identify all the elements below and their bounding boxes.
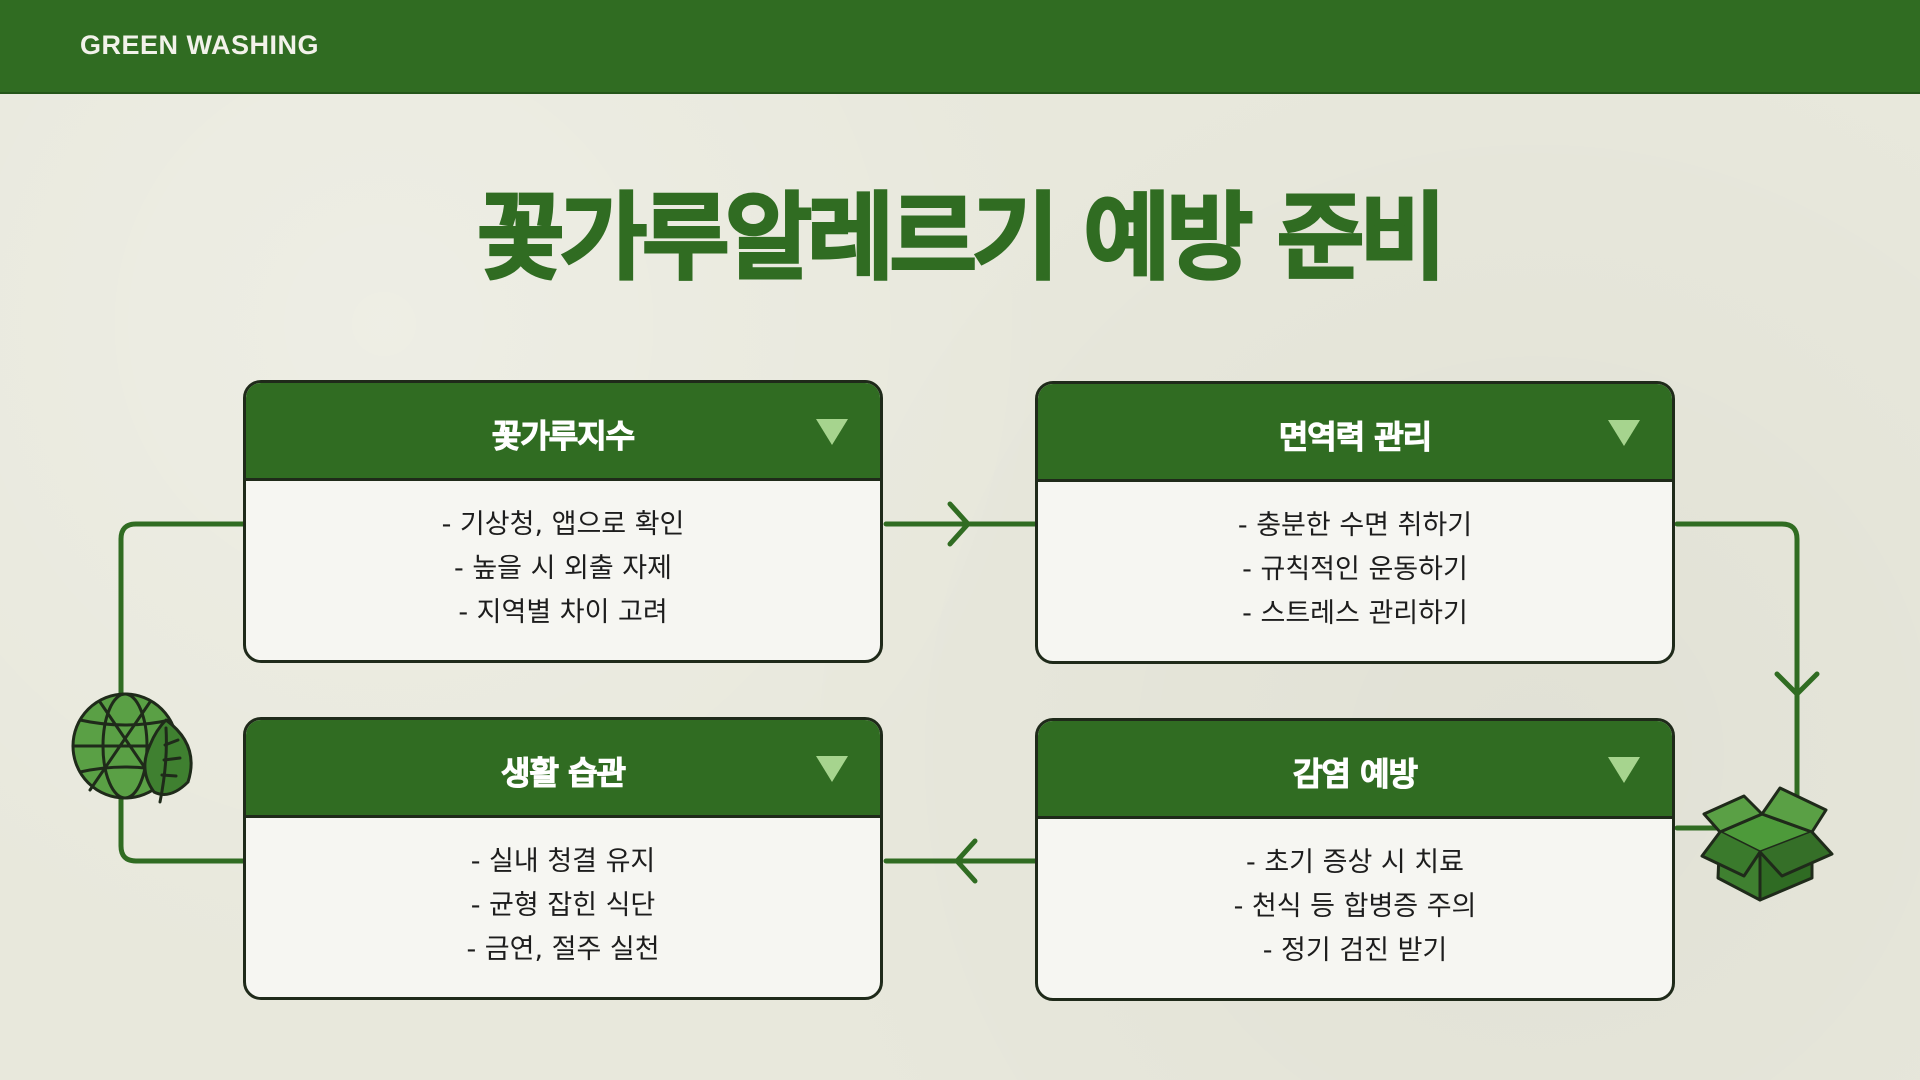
list-item: - 균형 잡힌 식단 — [470, 890, 656, 921]
triangle-down-icon[interactable] — [816, 756, 848, 782]
list-item: - 정기 검진 받기 — [1262, 935, 1448, 966]
card-header: 꽃가루지수 — [246, 383, 880, 481]
triangle-down-icon[interactable] — [1608, 757, 1640, 783]
card-header: 면역력 관리 — [1038, 384, 1672, 482]
list-item: - 충분한 수면 취하기 — [1237, 510, 1473, 541]
triangle-down-icon[interactable] — [1608, 420, 1640, 446]
list-item: - 높을 시 외출 자제 — [454, 553, 672, 584]
connector-left — [118, 521, 246, 864]
card-body: - 기상청, 앱으로 확인 - 높을 시 외출 자제 - 지역별 차이 고려 — [246, 503, 880, 635]
card-title: 생활 습관 — [501, 754, 627, 793]
list-item: - 지역별 차이 고려 — [458, 597, 668, 628]
card-header: 생활 습관 — [246, 720, 880, 818]
card-title: 면역력 관리 — [1278, 418, 1432, 457]
card-body: - 충분한 수면 취하기 - 규칙적인 운동하기 - 스트레스 관리하기 — [1038, 504, 1672, 636]
list-item: - 기상청, 앱으로 확인 — [441, 509, 685, 540]
list-item: - 초기 증상 시 치료 — [1246, 847, 1464, 878]
list-item: - 천식 등 합병증 주의 — [1233, 891, 1477, 922]
arrow-right-icon — [947, 501, 971, 547]
list-item: - 금연, 절주 실천 — [466, 934, 660, 965]
arrow-left-icon — [954, 838, 978, 884]
triangle-down-icon[interactable] — [816, 419, 848, 445]
card-pollen-index: 꽃가루지수 - 기상청, 앱으로 확인 - 높을 시 외출 자제 - 지역별 차… — [243, 380, 883, 663]
card-header: 감염 예방 — [1038, 721, 1672, 819]
connector-right — [1674, 521, 1800, 831]
arrow-down-icon — [1774, 671, 1820, 697]
list-item: - 규칙적인 운동하기 — [1242, 554, 1468, 585]
card-immunity: 면역력 관리 - 충분한 수면 취하기 - 규칙적인 운동하기 - 스트레스 관… — [1035, 381, 1675, 664]
open-box-icon — [1700, 786, 1834, 902]
card-body: - 초기 증상 시 치료 - 천식 등 합병증 주의 - 정기 검진 받기 — [1038, 841, 1672, 973]
card-body: - 실내 청결 유지 - 균형 잡힌 식단 - 금연, 절주 실천 — [246, 840, 880, 972]
top-bar: GREEN WASHING — [0, 0, 1920, 94]
brand-label: GREEN WASHING — [80, 30, 320, 60]
card-infection-prevention: 감염 예방 - 초기 증상 시 치료 - 천식 등 합병증 주의 - 정기 검진… — [1035, 718, 1675, 1001]
globe-leaf-icon — [71, 692, 193, 804]
list-item: - 실내 청결 유지 — [470, 846, 656, 877]
card-title: 감염 예방 — [1293, 755, 1419, 794]
card-lifestyle: 생활 습관 - 실내 청결 유지 - 균형 잡힌 식단 - 금연, 절주 실천 — [243, 717, 883, 1000]
page-title: 꽃가루알레르기 예방 준비 — [476, 183, 1448, 295]
card-title: 꽃가루지수 — [491, 417, 635, 456]
list-item: - 스트레스 관리하기 — [1242, 598, 1468, 629]
